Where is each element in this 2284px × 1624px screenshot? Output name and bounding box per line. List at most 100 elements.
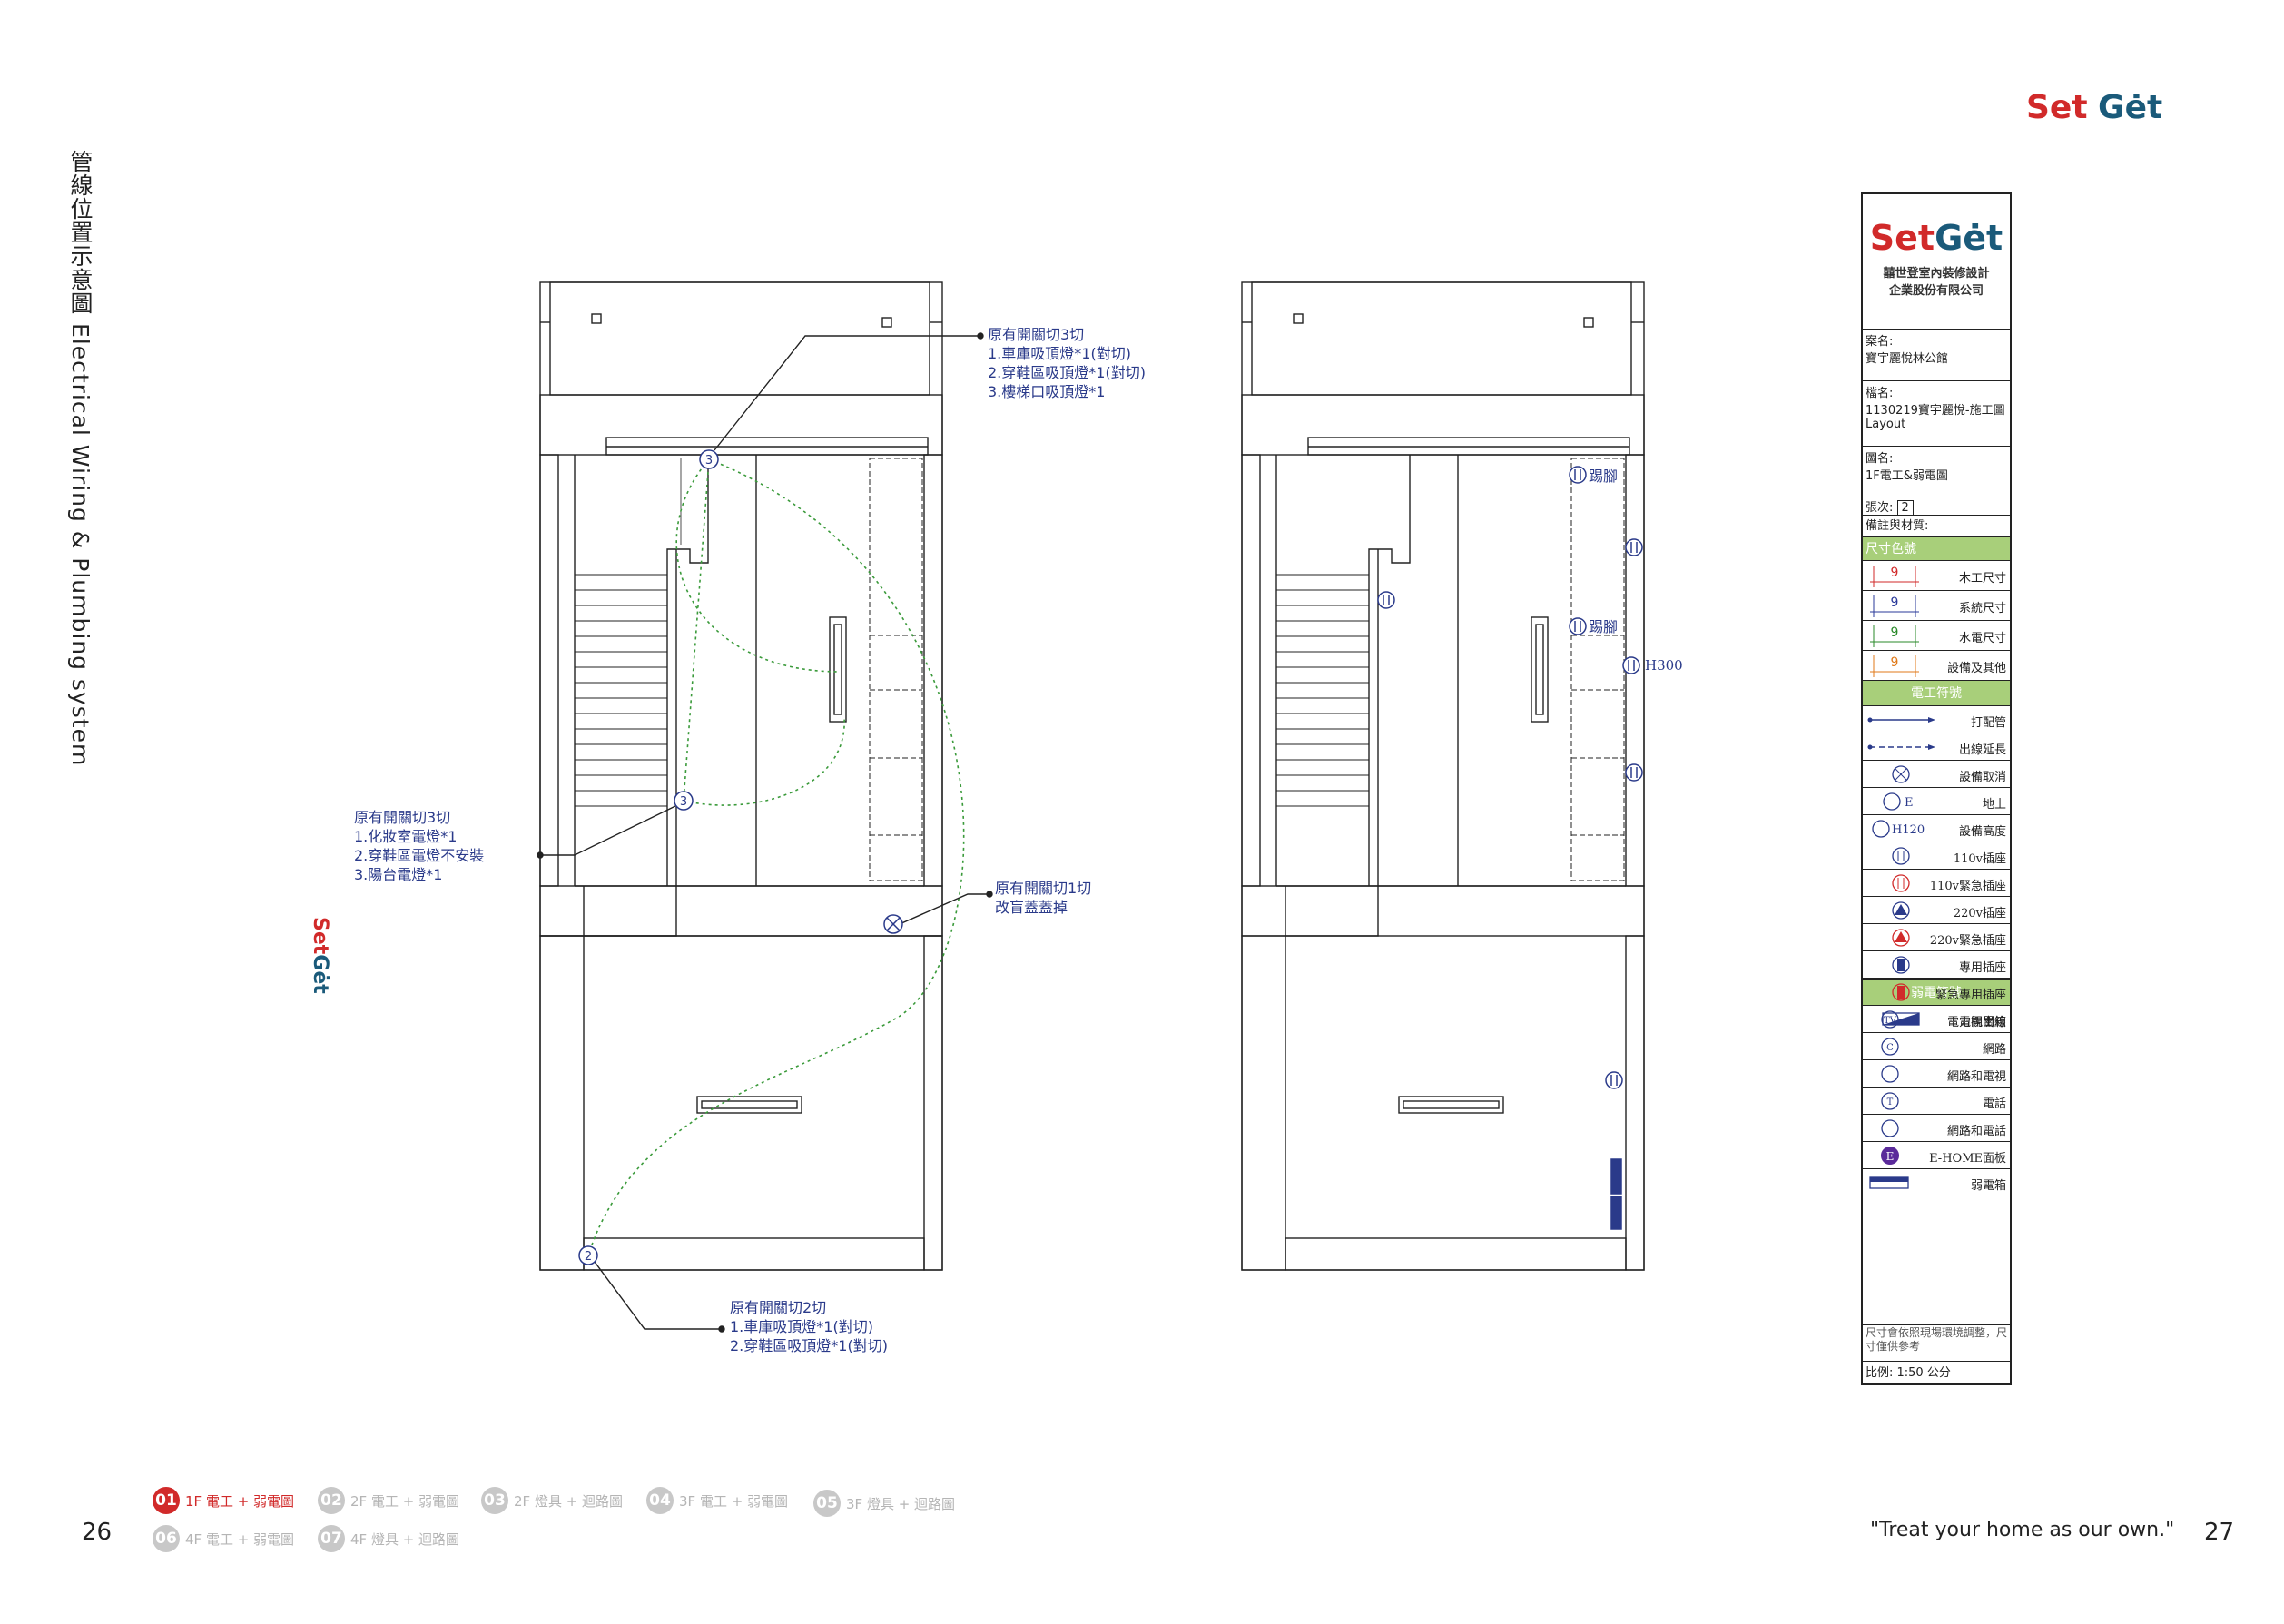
tb-company-2: 企業股份有限公司	[1888, 284, 1984, 298]
dim-number: 9	[1891, 625, 1899, 640]
nav-label: 4F 燈具 + 迴路圖	[350, 1530, 460, 1548]
sym-h120-text: H120	[1892, 823, 1925, 837]
label-h300: H300	[1645, 657, 1683, 674]
note-bottom: 原有開關切2切 1.車庫吸頂燈*1(對切) 2.穿鞋區吸頂燈*1(對切)	[730, 1299, 888, 1354]
label-kick-1: 踢腳	[1589, 468, 1619, 485]
weak-legend-label: 弱電箱	[1970, 1179, 2006, 1193]
emergency-outlet-110v-icon	[1892, 874, 1910, 892]
side-logo-get: Gėt	[309, 954, 331, 994]
weak-legend-label: E-HOME面板	[1929, 1152, 2006, 1166]
elec-legend-row: H120 設備高度	[1863, 814, 2010, 842]
tb-scale: 比例: 1:50 公分	[1863, 1361, 2010, 1382]
tb-file-value: 1130219寶宇麗悅-施工圖Layout	[1866, 404, 2005, 431]
tb-logo-set: Set	[1869, 218, 1935, 258]
nav-number-badge: 06	[153, 1525, 180, 1552]
elec-legend-row: 緊急專用插座	[1863, 978, 2010, 1006]
elec-legend-label: 110v緊急插座	[1929, 880, 2006, 893]
ehome-panel-icon: E	[1881, 1147, 1899, 1165]
network-tv-outlet-icon	[1881, 1065, 1899, 1083]
marker-2: 2	[585, 1250, 592, 1264]
elec-legend-label: 緊急專用插座	[1935, 989, 2006, 1002]
tb-drawing: 圖名: 1F電工&弱電圖	[1863, 446, 2010, 497]
nav-label: 1F 電工 + 弱電圖	[185, 1492, 295, 1510]
brand-logo: Set Gėt	[2026, 89, 2162, 126]
label-kick-2: 踢腳	[1589, 618, 1619, 635]
tb-remarks: 備註與材質:	[1863, 515, 2010, 535]
nav-label: 3F 燈具 + 迴路圖	[846, 1495, 956, 1512]
tb-sheet-label: 張次:	[1866, 501, 1894, 515]
dim-symbol-icon: 9	[1870, 566, 1919, 587]
phone-outlet-icon: T	[1881, 1092, 1899, 1110]
weak-symbol-text: E	[1886, 1150, 1895, 1163]
elec-legend-row: E 地上	[1863, 787, 2010, 815]
weak-legend-row: E E-HOME面板	[1863, 1141, 2010, 1169]
nav-item-05[interactable]: 05 3F 燈具 + 迴路圖	[813, 1490, 955, 1517]
page-title: 管線位置示意圖 Electrical Wiring & Plumbing sys…	[67, 150, 94, 767]
dim-symbol-icon: 9	[1870, 655, 1919, 677]
nav-label: 3F 電工 + 弱電圖	[679, 1492, 789, 1510]
elec-legend-label: 110v插座	[1953, 852, 2006, 866]
weak-legend-label: 電話	[1982, 1097, 2006, 1111]
dim-row: 9 系統尺寸	[1863, 590, 2010, 621]
weak-current-box-icon	[1869, 1176, 1909, 1189]
note-right: 原有開關切1切 改盲蓋蓋掉	[995, 880, 1092, 916]
tb-sheet: 張次: 2	[1863, 497, 2010, 516]
weak-symbol-text: TV	[1884, 1016, 1897, 1026]
dim-label: 系統尺寸	[1958, 602, 2006, 615]
nav-number-badge: 03	[481, 1487, 508, 1514]
tb-sheet-value: 2	[1896, 500, 1914, 516]
elec-legend-label: 地上	[1982, 798, 2006, 812]
quote: "Treat your home as our own."	[1870, 1519, 2175, 1541]
outlet-220v-icon	[1892, 901, 1910, 920]
side-logo: SetGėt	[309, 917, 331, 994]
nav-number-badge: 05	[813, 1490, 841, 1517]
elec-legend-label: 專用插座	[1958, 961, 2006, 975]
weak-legend-row: T 電話	[1863, 1087, 2010, 1115]
emergency-outlet-220v-icon	[1892, 929, 1910, 947]
dim-number: 9	[1891, 566, 1899, 580]
elec-legend-label: 打配管	[1970, 716, 2006, 730]
page-number-right: 27	[2204, 1519, 2235, 1546]
elec-legend-label: 220v緊急插座	[1929, 934, 2006, 948]
tb-footnote: 尺寸會依照現場環境調整，尺寸僅供參考	[1863, 1324, 2010, 1359]
tb-drawing-value: 1F電工&弱電圖	[1866, 469, 1948, 483]
tb-weak-header: 弱電符號	[1863, 979, 2010, 1006]
weak-legend-label: 網路和電話	[1946, 1125, 2006, 1138]
switch-markers	[578, 449, 903, 1265]
weak-legend-label: 網路	[1982, 1043, 2006, 1057]
elec-legend-label: 設備高度	[1958, 825, 2006, 839]
dim-label: 水電尺寸	[1958, 632, 2006, 645]
tb-logo: SetGėt 囍世登室內裝修設計 企業股份有限公司	[1863, 194, 2010, 340]
plan-left	[539, 281, 943, 1271]
brand-logo-set: Set	[2026, 89, 2088, 126]
elec-legend-label: 電力開關箱	[1946, 1016, 2006, 1029]
dedicated-outlet-icon	[1892, 956, 1910, 974]
tb-case-value: 寶宇麗悅林公館	[1866, 352, 1949, 366]
tb-elec-header: 電工符號	[1863, 680, 2010, 706]
elec-legend-row: 110v插座	[1863, 842, 2010, 870]
dim-symbol-icon: 9	[1870, 625, 1919, 647]
note-left: 原有開關切3切 1.化妝室電燈*1 2.穿鞋區電燈不安裝 3.陽台電燈*1	[354, 809, 485, 883]
elec-legend-row: 設備取消	[1863, 760, 2010, 788]
conduit-icon	[1867, 717, 1935, 723]
elec-legend-row: 220v緊急插座	[1863, 923, 2010, 951]
tb-dim-header: 尺寸色號	[1863, 536, 2010, 560]
tb-case: 案名: 寶宇麗悅林公館	[1863, 329, 2010, 372]
floor-icon: E	[1883, 792, 1914, 811]
elec-legend-label: 設備取消	[1958, 771, 2006, 784]
tb-drawing-label: 圖名:	[1866, 452, 1894, 466]
dim-number: 9	[1891, 595, 1899, 610]
extension-line-icon	[1867, 744, 1935, 750]
weak-symbol-text: T	[1887, 1097, 1894, 1107]
marker-3b: 3	[680, 795, 687, 809]
